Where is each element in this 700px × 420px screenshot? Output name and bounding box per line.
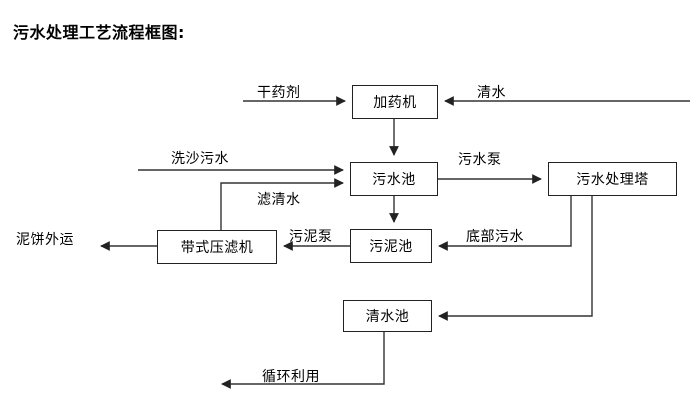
edge-label-recycle-use: 循环利用 xyxy=(262,369,320,385)
node-clear-water-pool[interactable]: 清水池 xyxy=(343,300,432,332)
edge-clear-water-pool-to-recycle xyxy=(221,332,385,389)
edge-label-bottom-wastewater: 底部污水 xyxy=(466,229,524,245)
edge-label-wastewater-pump: 污水泵 xyxy=(458,152,502,168)
node-label: 清水池 xyxy=(365,309,410,325)
edge-tower-to-clear-water-pool xyxy=(438,196,593,321)
node-label: 污泥池 xyxy=(369,239,413,255)
node-label: 加药机 xyxy=(373,95,417,111)
edge-label-dry-chemical: 干药剂 xyxy=(257,85,301,101)
terminal-label-mud-cake-out: 泥饼外运 xyxy=(16,232,74,248)
edge-filtered-water-to-wastewater-pool xyxy=(220,178,344,230)
node-label: 污水池 xyxy=(372,172,416,188)
node-label: 污水处理塔 xyxy=(576,172,649,188)
edge-label-sludge-pump: 污泥泵 xyxy=(289,229,333,245)
node-dosing-machine[interactable]: 加药机 xyxy=(352,85,438,119)
page-title: 污水处理工艺流程框图: xyxy=(13,23,185,42)
node-belt-filter-press[interactable]: 带式压滤机 xyxy=(157,230,277,264)
node-label: 带式压滤机 xyxy=(180,240,254,256)
node-treatment-tower[interactable]: 污水处理塔 xyxy=(548,162,677,196)
edge-label-clean-water: 清水 xyxy=(477,85,506,101)
edge-label-filtered-water: 滤清水 xyxy=(257,192,301,208)
node-wastewater-pool[interactable]: 污水池 xyxy=(350,162,438,196)
edge-label-sand-wash-water: 洗沙污水 xyxy=(171,151,229,167)
node-sludge-pool[interactable]: 污泥池 xyxy=(350,229,432,263)
edge-tower-to-sludge-pool xyxy=(438,196,572,251)
